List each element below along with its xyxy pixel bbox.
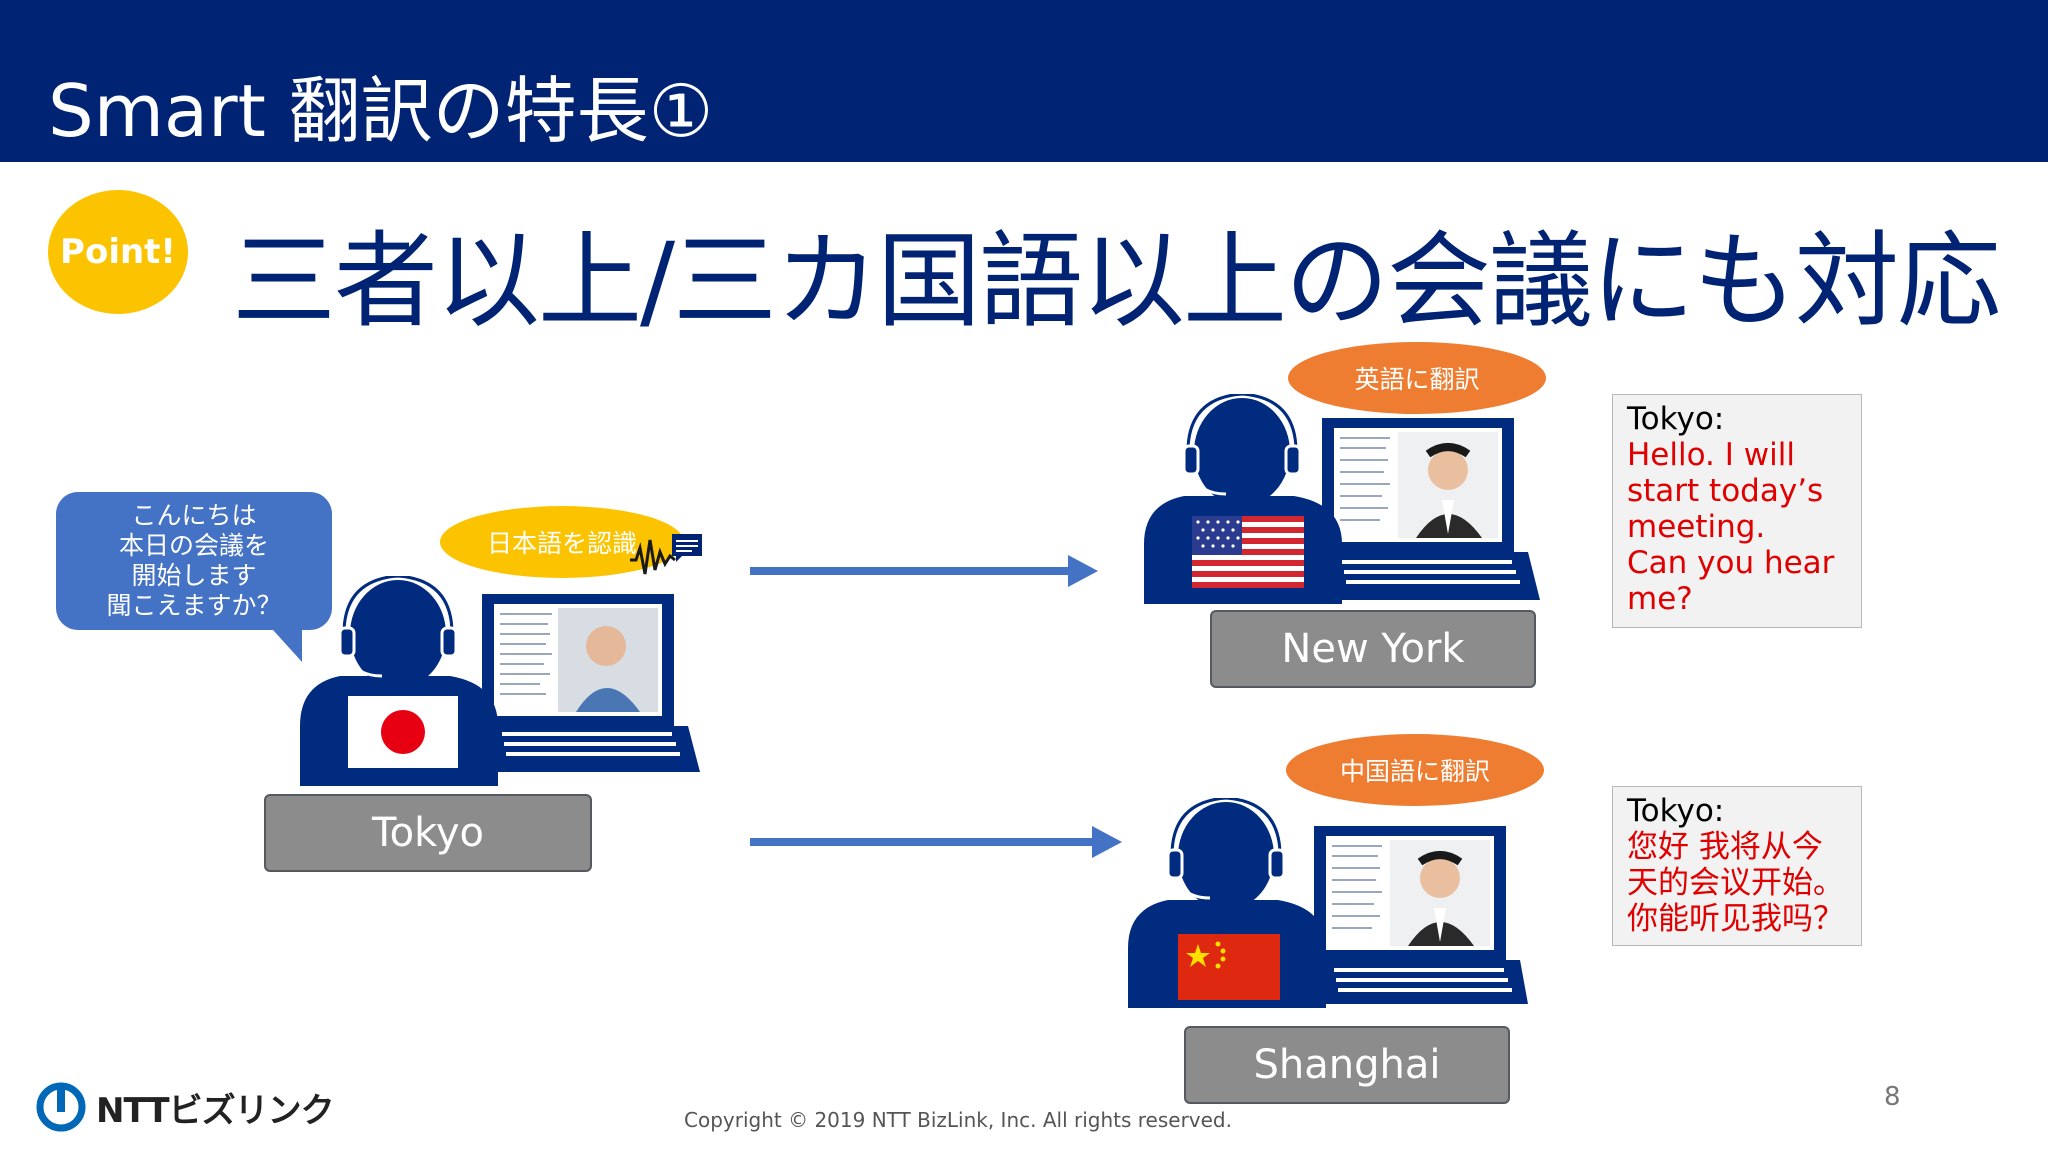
translation-oval-english: 英語に翻訳 <box>1288 342 1546 414</box>
slide-title: Smart 翻訳の特長① <box>48 69 714 153</box>
translation-line: meeting. <box>1627 509 1766 545</box>
new-york-city-label: New York <box>1210 610 1536 688</box>
logo-text: NTTビズリンク <box>96 1090 335 1131</box>
translation-line: Hello. I will <box>1627 437 1795 473</box>
translation-line: 天的会议开始。 <box>1627 865 1844 901</box>
tokyo-person-laptop <box>300 576 700 786</box>
new-york-translation-box: Tokyo: Hello. I will start today’s meeti… <box>1612 394 1862 628</box>
translation-oval-chinese: 中国語に翻訳 <box>1286 734 1544 806</box>
arrow-head <box>1068 555 1098 587</box>
translation-line: Can you hear <box>1627 545 1835 581</box>
translation-line: 你能听见我吗？ <box>1627 901 1844 937</box>
translation-line: 您好 我将从今 <box>1627 829 1823 865</box>
arrow-to-new-york <box>750 567 1070 575</box>
arrow-to-shanghai <box>750 838 1094 846</box>
speech-line: 本日の会議を <box>118 531 269 560</box>
headline: 三者以上/三カ国語以上の会議にも対応 <box>232 220 2001 342</box>
copyright: Copyright © 2019 NTT BizLink, Inc. All r… <box>684 1108 1232 1132</box>
tokyo-speech-bubble: こんにちは 本日の会議を 開始します 聞こえますか？ <box>56 492 332 630</box>
translation-label: 英語に翻訳 <box>1354 365 1480 394</box>
arrow-head <box>1092 826 1122 858</box>
city-name: Tokyo <box>372 810 484 856</box>
new-york-person-laptop <box>1144 394 1540 604</box>
translation-line: start today’s <box>1627 473 1824 509</box>
point-badge: Point! <box>48 190 188 314</box>
shanghai-city-label: Shanghai <box>1184 1026 1510 1104</box>
city-name: Shanghai <box>1253 1042 1441 1088</box>
company-logo: NTTビズリンク <box>36 1082 335 1132</box>
speech-bubble-tail <box>264 620 302 662</box>
shanghai-translation-box: Tokyo: 您好 我将从今 天的会议开始。 你能听见我吗？ <box>1612 786 1862 946</box>
speech-line: こんにちは <box>131 501 257 530</box>
speech-line: 聞こえますか？ <box>106 591 282 620</box>
speech-line: 開始します <box>131 561 257 590</box>
translation-line: me? <box>1627 581 1693 617</box>
ntt-logo-icon <box>36 1082 86 1132</box>
shanghai-person-laptop <box>1128 798 1528 1008</box>
recognition-label: 日本語を認識 <box>486 529 637 558</box>
translation-speaker: Tokyo: <box>1627 401 1725 437</box>
page-number: 8 <box>1884 1082 1901 1112</box>
city-name: New York <box>1281 626 1465 672</box>
header-bar <box>0 0 2048 162</box>
translation-speaker: Tokyo: <box>1627 793 1725 829</box>
translation-label: 中国語に翻訳 <box>1339 757 1490 786</box>
voice-wave-icon <box>630 534 702 575</box>
tokyo-city-label: Tokyo <box>264 794 592 872</box>
